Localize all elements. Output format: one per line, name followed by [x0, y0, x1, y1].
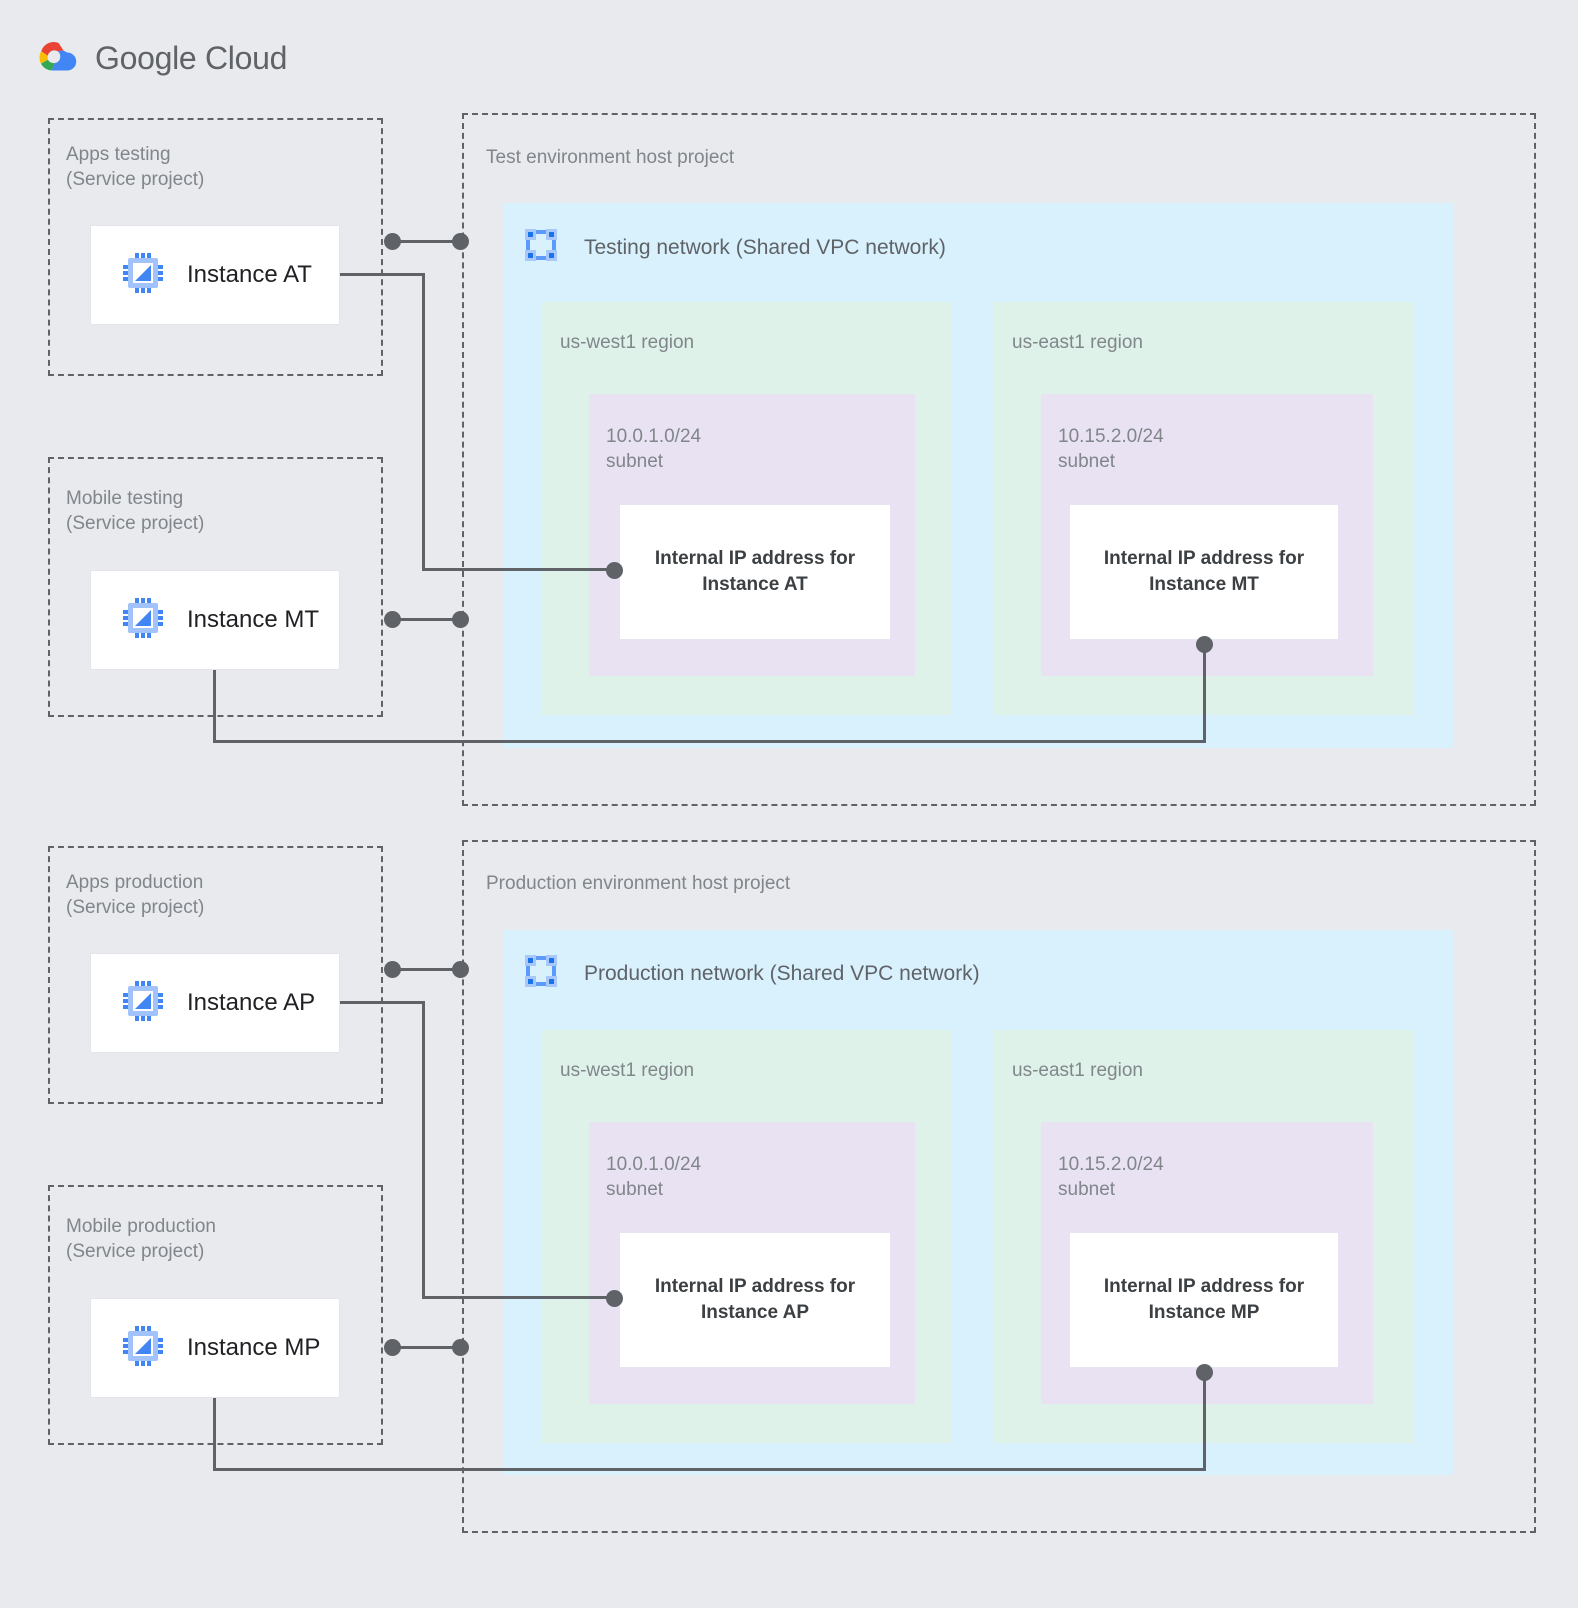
ip-reservation-instance-ap-text: Internal IP address for Instance AP	[654, 1276, 856, 1323]
ip-reservation-instance-ap: Internal IP address for Instance AP	[620, 1233, 890, 1367]
vpc-network-icon	[520, 950, 562, 997]
region-test-us-west1-title: us-west1 region	[560, 332, 695, 353]
service-project-apps-testing-title: Apps testing (Service project)	[66, 144, 205, 190]
connector-at-peer-line	[392, 240, 460, 243]
instance-card-mp[interactable]: Instance MP	[90, 1298, 340, 1398]
subnet-test-us-east1-title: 10.15.2.0/24 subnet	[1058, 426, 1164, 472]
connector-at-segment-2	[422, 273, 425, 571]
instance-card-mt[interactable]: Instance MT	[90, 570, 340, 670]
connector-mt-endpoint-dot	[1196, 636, 1213, 653]
instance-card-ap[interactable]: Instance AP	[90, 953, 340, 1053]
instance-label-mt: Instance MT	[187, 606, 320, 633]
connector-ap-segment-1	[340, 1001, 425, 1004]
instance-card-at[interactable]: Instance AT	[90, 225, 340, 325]
connector-at-segment-3	[422, 568, 614, 571]
connector-mp-segment-1	[213, 1398, 216, 1471]
instance-label-at: Instance AT	[187, 261, 312, 288]
compute-instance-icon	[121, 1324, 165, 1373]
subnet-prod-us-east1-title: 10.15.2.0/24 subnet	[1058, 1154, 1164, 1200]
host-project-production-environment-title: Production environment host project	[486, 873, 791, 894]
connector-mt-segment-3	[1203, 645, 1206, 743]
wordmark-google: Google	[95, 39, 197, 76]
subnet-test-us-west1-title: 10.0.1.0/24 subnet	[606, 426, 702, 472]
google-cloud-logo-icon	[33, 38, 81, 78]
connector-mt-peer-line	[392, 618, 460, 621]
connector-at-peer-dot-left	[384, 233, 401, 250]
subnet-prod-us-west1-title: 10.0.1.0/24 subnet	[606, 1154, 702, 1200]
ip-reservation-instance-at: Internal IP address for Instance AT	[620, 505, 890, 639]
service-project-apps-testing	[48, 118, 383, 376]
host-project-production-environment	[462, 840, 1536, 1533]
connector-mt-segment-2	[213, 740, 1206, 743]
google-cloud-logo: Google Cloud	[33, 33, 333, 83]
instance-label-ap: Instance AP	[187, 989, 316, 1016]
service-project-apps-production	[48, 846, 383, 1104]
connector-ap-peer-dot-left	[384, 961, 401, 978]
vpc-network-production-header: Production network (Shared VPC network)	[520, 950, 980, 997]
service-project-mobile-production-title: Mobile production (Service project)	[66, 1216, 216, 1262]
ip-reservation-instance-mt: Internal IP address for Instance MT	[1070, 505, 1338, 639]
connector-mt-segment-1	[213, 670, 216, 743]
connector-mt-peer-dot-right	[452, 611, 469, 628]
connector-ap-peer-dot-right	[452, 961, 469, 978]
connector-ap-endpoint-dot	[606, 1290, 623, 1307]
ip-reservation-instance-mt-text: Internal IP address for Instance MT	[1103, 548, 1305, 595]
service-project-apps-production-title: Apps production (Service project)	[66, 872, 205, 918]
vpc-network-icon	[520, 224, 562, 271]
wordmark-cloud: Cloud	[204, 39, 288, 76]
google-cloud-wordmark: Google Cloud	[95, 40, 287, 77]
connector-mp-segment-3	[1203, 1373, 1206, 1471]
connector-mp-peer-dot-right	[452, 1339, 469, 1356]
compute-instance-icon	[121, 979, 165, 1028]
service-project-mobile-testing-title: Mobile testing (Service project)	[66, 488, 205, 534]
connector-ap-segment-2	[422, 1001, 425, 1299]
connector-at-segment-1	[340, 273, 425, 276]
region-prod-us-west1-title: us-west1 region	[560, 1060, 695, 1081]
host-project-test-environment	[462, 113, 1536, 806]
connector-mp-peer-dot-left	[384, 1339, 401, 1356]
instance-label-mp: Instance MP	[187, 1334, 321, 1361]
ip-reservation-instance-mp: Internal IP address for Instance MP	[1070, 1233, 1338, 1367]
connector-mt-peer-dot-left	[384, 611, 401, 628]
connector-at-peer-dot-right	[452, 233, 469, 250]
vpc-network-testing-title: Testing network (Shared VPC network)	[584, 235, 946, 259]
compute-instance-icon	[121, 596, 165, 645]
connector-ap-segment-3	[422, 1296, 614, 1299]
region-test-us-east1-title: us-east1 region	[1012, 332, 1143, 353]
connector-mp-peer-line	[392, 1346, 460, 1349]
host-project-test-environment-title: Test environment host project	[486, 147, 735, 168]
compute-instance-icon	[121, 251, 165, 300]
connector-mp-segment-2	[213, 1468, 1206, 1471]
region-prod-us-east1-title: us-east1 region	[1012, 1060, 1143, 1081]
vpc-network-testing-header: Testing network (Shared VPC network)	[520, 224, 946, 271]
vpc-network-production-title: Production network (Shared VPC network)	[584, 961, 980, 985]
connector-at-endpoint-dot	[606, 562, 623, 579]
ip-reservation-instance-at-text: Internal IP address for Instance AT	[654, 548, 856, 595]
connector-ap-peer-line	[392, 968, 460, 971]
connector-mp-endpoint-dot	[1196, 1364, 1213, 1381]
ip-reservation-instance-mp-text: Internal IP address for Instance MP	[1103, 1276, 1305, 1323]
